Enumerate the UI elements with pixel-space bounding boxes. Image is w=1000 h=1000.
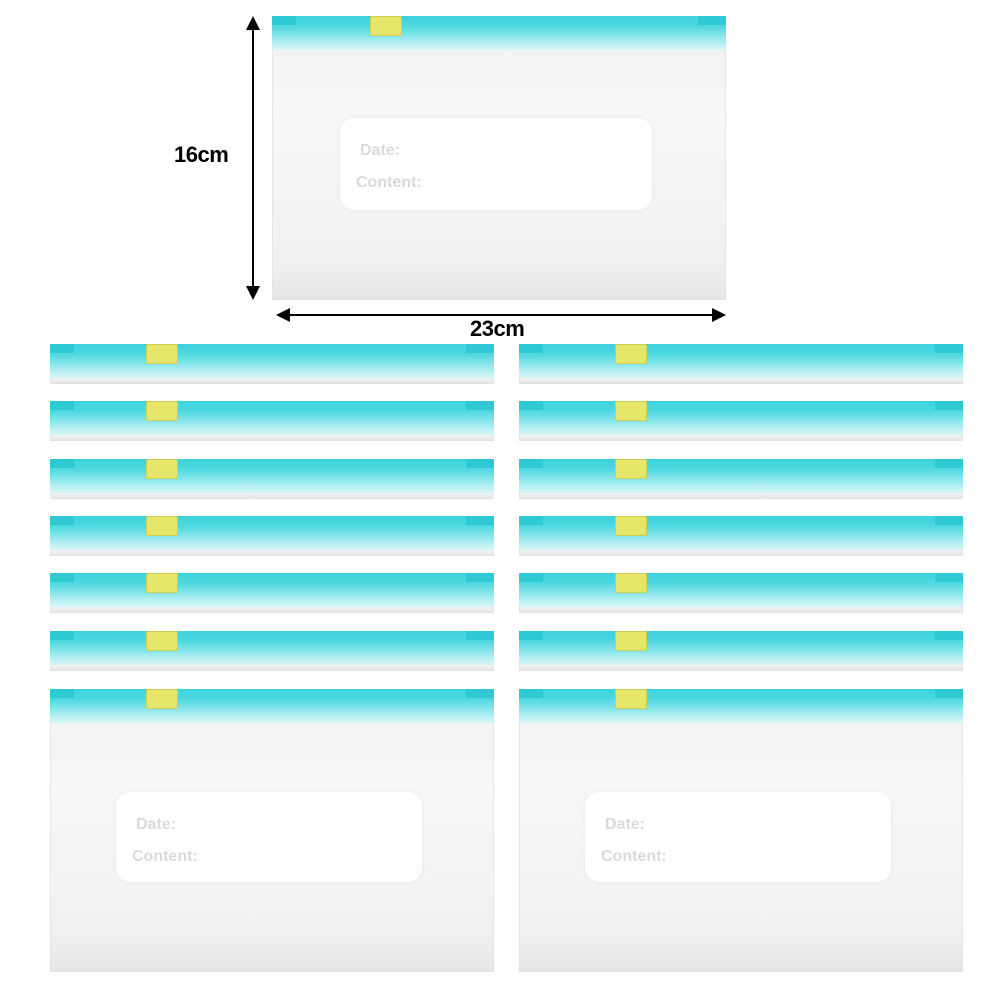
bag-zipper xyxy=(50,573,494,607)
content-label: Content: xyxy=(356,174,422,191)
bag-zipper xyxy=(519,631,963,665)
bag-label-area: Date: Content: xyxy=(116,792,422,882)
zipper-slider xyxy=(615,459,647,479)
stacked-bag xyxy=(519,459,963,499)
height-label: 16cm xyxy=(174,142,229,167)
zipper-slider xyxy=(615,516,647,536)
zipper-slider xyxy=(146,344,178,364)
zipper-slider xyxy=(146,689,178,709)
width-arrow xyxy=(276,308,726,322)
stacked-bag xyxy=(50,401,494,441)
front-bag: Date: Content: xyxy=(50,689,494,973)
zipper-slider xyxy=(146,401,178,421)
stacked-bag xyxy=(50,344,494,384)
zipper-slider xyxy=(146,459,178,479)
zipper-slider xyxy=(615,344,647,364)
zipper-slider xyxy=(146,631,178,651)
stacked-bag xyxy=(519,344,963,384)
zipper-slider xyxy=(146,573,178,593)
bag-zipper xyxy=(272,16,726,50)
height-arrow xyxy=(246,16,260,300)
bag-zipper xyxy=(519,689,963,723)
bag-zipper xyxy=(50,344,494,378)
width-label: 23cm xyxy=(470,316,525,341)
stacked-bag xyxy=(50,573,494,613)
stacked-bag xyxy=(519,516,963,556)
arrow-left-icon xyxy=(276,308,290,322)
arrow-right-icon xyxy=(712,308,726,322)
date-label: Date: xyxy=(360,142,401,159)
stacked-bag xyxy=(50,459,494,499)
bag-zipper xyxy=(519,516,963,550)
zipper-slider xyxy=(615,573,647,593)
stacked-bag xyxy=(50,516,494,556)
content-label: Content: xyxy=(132,848,198,865)
zipper-slider xyxy=(615,401,647,421)
stacked-bag xyxy=(519,573,963,613)
bag-zipper xyxy=(50,631,494,665)
single-bag: Date: Content: xyxy=(272,16,726,301)
date-label: Date: xyxy=(136,816,177,833)
bag-zipper xyxy=(519,344,963,378)
arrow-down-icon xyxy=(246,286,260,300)
bag-zipper xyxy=(50,689,494,723)
bag-zipper xyxy=(519,459,963,493)
bag-label-area: Date: Content: xyxy=(340,118,652,210)
zipper-slider xyxy=(615,689,647,709)
bag-zipper xyxy=(50,459,494,493)
stacked-bag xyxy=(50,631,494,671)
zipper-slider xyxy=(615,631,647,651)
bag-zipper xyxy=(519,573,963,607)
content-label: Content: xyxy=(601,848,667,865)
stacked-bag xyxy=(519,401,963,441)
date-label: Date: xyxy=(605,816,646,833)
bag-label-area: Date: Content: xyxy=(585,792,891,882)
front-bag: Date: Content: xyxy=(519,689,963,973)
bag-zipper xyxy=(519,401,963,435)
bag-zipper xyxy=(50,516,494,550)
bag-zipper xyxy=(50,401,494,435)
stacked-bag xyxy=(519,631,963,671)
arrow-up-icon xyxy=(246,16,260,30)
zipper-slider xyxy=(370,16,402,36)
zipper-slider xyxy=(146,516,178,536)
